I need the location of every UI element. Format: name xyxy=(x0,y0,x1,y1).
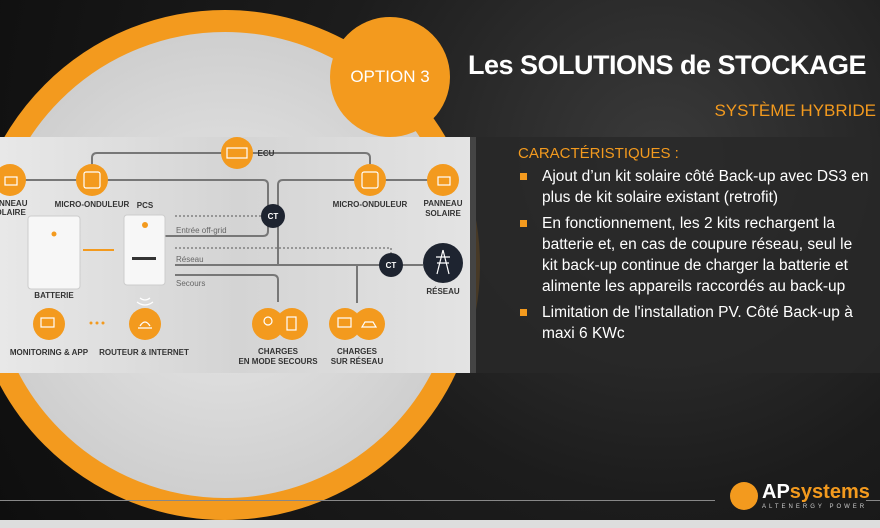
divider xyxy=(866,500,880,501)
characteristic-item: En fonctionnement, les 2 kits rechargent… xyxy=(518,213,870,297)
battery-unit xyxy=(27,215,81,290)
micro-inverter-icon xyxy=(354,164,386,196)
ct-label: CT xyxy=(386,261,397,270)
ct-label: CT xyxy=(268,212,279,221)
car-icon xyxy=(353,308,385,340)
system-diagram: CT CT ECU MICRO-ONDULEUR PANNEAU SOLAIRE… xyxy=(0,137,476,373)
panel-left-label: PANNEAU xyxy=(0,199,28,208)
grid-loads-label: CHARGES xyxy=(337,347,378,356)
appliance-icon xyxy=(276,308,308,340)
monitoring-icon xyxy=(33,308,65,340)
grid-line-label: Réseau xyxy=(176,255,204,264)
grid-loads-label: SUR RÉSEAU xyxy=(331,357,384,366)
grid-label: RÉSEAU xyxy=(426,287,460,296)
backup-line-label: Secours xyxy=(176,279,205,288)
monitoring-label: MONITORING & APP xyxy=(10,348,89,357)
ecu-icon xyxy=(221,137,253,169)
pcs-label: PCS xyxy=(137,201,154,210)
slide-subtitle: SYSTÈME HYBRIDE xyxy=(714,101,876,120)
router-icon xyxy=(129,308,161,340)
characteristic-item: Limitation de l'installation PV. Côté Ba… xyxy=(518,302,870,344)
panel-right-label: SOLAIRE xyxy=(425,209,461,218)
brand-tagline: ALTENERGY POWER xyxy=(762,504,868,510)
backup-loads-label: CHARGES xyxy=(258,347,299,356)
apsystems-logo: APsystems ALTENERGY POWER xyxy=(730,481,870,510)
characteristic-item: Ajout d’un kit solaire côté Back-up avec… xyxy=(518,166,870,208)
ct-sensor-icon xyxy=(379,253,403,277)
brand-name: systems xyxy=(789,481,870,503)
micro-right-label: MICRO-ONDULEUR xyxy=(333,200,408,209)
ecu-label: ECU xyxy=(258,149,275,158)
backup-loads-label: EN MODE SECOURS xyxy=(238,357,318,366)
solar-panel-icon xyxy=(0,164,26,196)
bulb-icon xyxy=(252,308,284,340)
apsystems-logo-icon xyxy=(730,481,758,510)
battery-label: BATTERIE xyxy=(34,291,74,300)
micro-left-label: MICRO-ONDULEUR xyxy=(55,200,130,209)
characteristics-panel: CARACTÉRISTIQUES : Ajout d’un kit solair… xyxy=(470,137,880,373)
pcs-unit xyxy=(123,214,166,286)
option-badge: OPTION 3 xyxy=(330,17,450,137)
divider xyxy=(0,500,715,501)
solar-panel-icon xyxy=(427,164,459,196)
slide-title: Les SOLUTIONS de STOCKAGE xyxy=(468,50,867,80)
router-label: ROUTEUR & INTERNET xyxy=(99,348,189,357)
brand-name: AP xyxy=(762,481,790,503)
panel-right-label: PANNEAU xyxy=(424,199,463,208)
bottom-bar xyxy=(0,520,880,528)
characteristics-heading: CARACTÉRISTIQUES : xyxy=(518,145,679,162)
computer-icon xyxy=(329,308,361,340)
ct-sensor-icon xyxy=(261,204,285,228)
micro-inverter-icon xyxy=(76,164,108,196)
panel-left-label: SOLAIRE xyxy=(0,208,26,217)
offgrid-line-label: Entrée off-grid xyxy=(176,226,227,235)
